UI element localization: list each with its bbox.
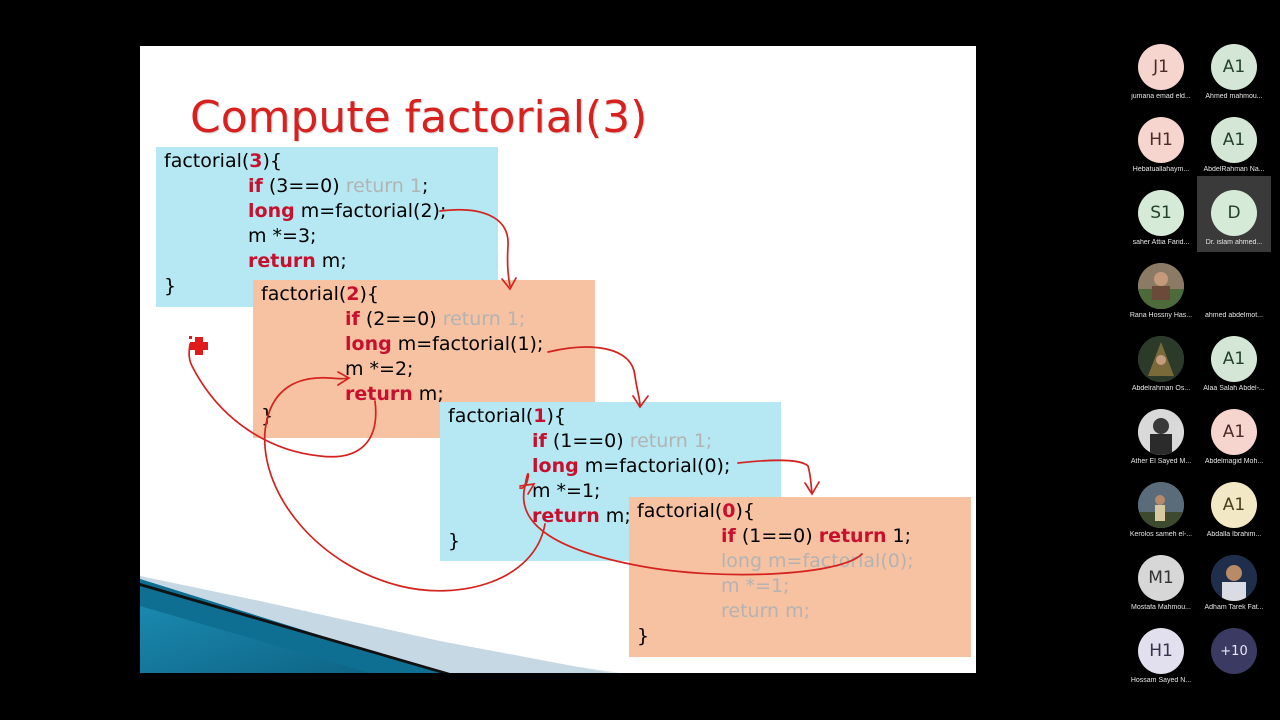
- function-header: factorial(3){: [164, 150, 283, 172]
- avatar-photo: [1138, 482, 1184, 528]
- code-box-factorial-0: factorial(0){ if (1==0) return 1; long m…: [629, 497, 971, 657]
- closing-brace: }: [448, 530, 461, 552]
- participant-name: Ather El Sayed M...: [1130, 458, 1192, 465]
- participant-tile[interactable]: A1 AbdelRahman Na...: [1197, 107, 1271, 179]
- avatar: A1: [1211, 44, 1257, 90]
- participant-tile[interactable]: Abdelrahman Os...: [1124, 326, 1198, 398]
- participant-tile[interactable]: H1 Hossam Sayed N...: [1124, 618, 1198, 690]
- participant-name: jumana emad eld...: [1131, 93, 1191, 100]
- participant-tile[interactable]: Rana Hossny Has...: [1124, 253, 1198, 325]
- slide-corner-decoration: [140, 576, 620, 673]
- closing-brace: }: [637, 625, 650, 647]
- avatar-photo: [1138, 336, 1184, 382]
- more-participants-count: +10: [1211, 628, 1257, 674]
- participant-tile[interactable]: J1 jumana emad eld...: [1124, 34, 1198, 106]
- participant-tile[interactable]: A1 Abdalla Ibrahim...: [1197, 472, 1271, 544]
- participant-tile-active-speaker[interactable]: D Dr. islam ahmed...: [1197, 176, 1271, 252]
- multiply-line: m *=2;: [345, 358, 414, 380]
- pointer-cross-icon: [189, 336, 208, 355]
- slide: Compute factorial(3) factorial(3){ if (3…: [140, 46, 976, 673]
- participant-name: Adham Tarek Fat...: [1204, 604, 1264, 611]
- participant-name: Dr. islam ahmed...: [1205, 239, 1263, 246]
- photo-icon: [1211, 555, 1257, 601]
- photo-icon: [1138, 482, 1184, 528]
- participant-tile[interactable]: S1 saher Attia Farid...: [1124, 180, 1198, 252]
- base-case-line: if (1==0) return 1;: [532, 430, 713, 452]
- photo-icon: [1138, 336, 1184, 382]
- participant-name: Hossam Sayed N...: [1130, 677, 1192, 684]
- participant-name: ahmed abdelmot...: [1205, 312, 1263, 319]
- participant-name: Rana Hossny Has...: [1129, 312, 1193, 319]
- avatar: A1: [1211, 409, 1257, 455]
- participant-tile[interactable]: A1 Alaa Salah Abdel-...: [1197, 326, 1271, 398]
- participant-tile[interactable]: H1 Hebatuallahaym...: [1124, 107, 1198, 179]
- closing-brace: }: [164, 275, 177, 297]
- return-line: return m;: [345, 383, 444, 405]
- more-participants-button[interactable]: +10: [1197, 618, 1271, 690]
- participant-tile[interactable]: Kerolos sameh el-...: [1124, 472, 1198, 544]
- function-header: factorial(1){: [448, 405, 567, 427]
- multiply-line: m *=1;: [532, 480, 601, 502]
- participant-name: Kerolos sameh el-...: [1129, 531, 1193, 538]
- participant-name: Abdalla Ibrahim...: [1206, 531, 1262, 538]
- base-case-line: if (1==0) return 1;: [721, 525, 911, 547]
- participant-name: saher Attia Farid...: [1132, 239, 1190, 246]
- return-line: return m;: [532, 505, 631, 527]
- multiply-line: m *=3;: [248, 225, 317, 247]
- recursive-call-line: long m=factorial(2);: [248, 200, 447, 222]
- slide-title: Compute factorial(3): [190, 92, 648, 143]
- avatar: H1: [1138, 628, 1184, 674]
- closing-brace: }: [261, 405, 274, 427]
- photo-icon: [1138, 409, 1184, 455]
- base-case-line: if (3==0) return 1;: [248, 175, 429, 197]
- avatar-photo: [1138, 263, 1184, 309]
- faded-multiply-line: m *=1;: [721, 575, 790, 597]
- avatar: H1: [1138, 117, 1184, 163]
- participant-tile[interactable]: A1 Abdelmagid Moh...: [1197, 399, 1271, 471]
- participant-tile[interactable]: A1 Ahmed mahmou...: [1197, 34, 1271, 106]
- recursive-call-line: long m=factorial(1);: [345, 333, 544, 355]
- photo-icon: [1138, 263, 1184, 309]
- participant-name: Ahmed mahmou...: [1205, 93, 1263, 100]
- avatar: A1: [1211, 336, 1257, 382]
- avatar: A1: [1211, 482, 1257, 528]
- avatar-photo: [1138, 409, 1184, 455]
- participant-name: Abdelmagid Moh...: [1204, 458, 1264, 465]
- avatar: D: [1211, 190, 1257, 236]
- participant-tile[interactable]: ahmed abdelmot...: [1197, 253, 1271, 325]
- base-case-line: if (2==0) return 1;: [345, 308, 526, 330]
- avatar: A1: [1211, 117, 1257, 163]
- participant-tile[interactable]: M1 Mostafa Mahmou...: [1124, 545, 1198, 617]
- participant-tile[interactable]: Adham Tarek Fat...: [1197, 545, 1271, 617]
- return-line: return m;: [248, 250, 347, 272]
- avatar: M1: [1138, 555, 1184, 601]
- participant-name: AbdelRahman Na...: [1203, 166, 1265, 173]
- participant-name: Mostafa Mahmou...: [1131, 604, 1191, 611]
- participant-name: Hebatuallahaym...: [1132, 166, 1190, 173]
- faded-return-line: return m;: [721, 600, 811, 622]
- function-header: factorial(0){: [637, 500, 756, 522]
- avatar: S1: [1138, 190, 1184, 236]
- participant-tile[interactable]: Ather El Sayed M...: [1124, 399, 1198, 471]
- participant-name: Alaa Salah Abdel-...: [1203, 385, 1265, 392]
- recursive-call-line: long m=factorial(0);: [532, 455, 731, 477]
- participants-panel: J1 jumana emad eld... A1 Ahmed mahmou...…: [1110, 30, 1280, 700]
- function-header: factorial(2){: [261, 283, 380, 305]
- faded-recursive-call-line: long m=factorial(0);: [721, 550, 914, 572]
- avatar: J1: [1138, 44, 1184, 90]
- avatar-photo: [1211, 555, 1257, 601]
- participant-name: Abdelrahman Os...: [1131, 385, 1191, 392]
